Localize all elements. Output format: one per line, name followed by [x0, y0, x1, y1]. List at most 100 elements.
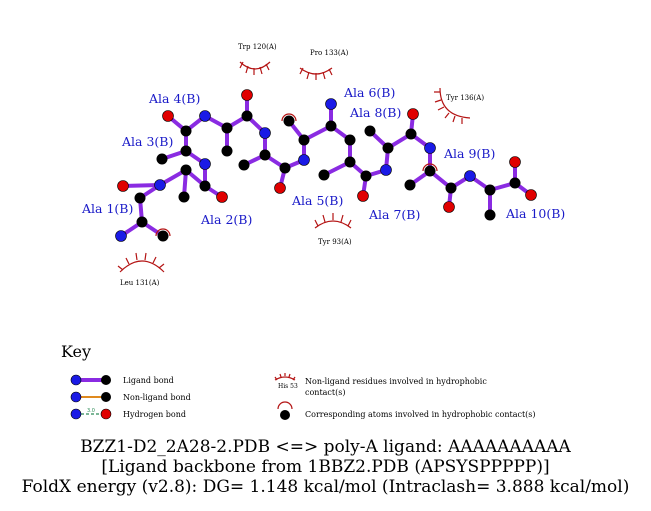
key-title: Key	[61, 342, 91, 361]
hydrophobic-residue-label: Tyr 93(A)	[318, 238, 352, 246]
key-nitrogen-atom	[70, 408, 82, 420]
carbon-atom	[199, 180, 211, 192]
oxygen-atom	[162, 110, 174, 122]
oxygen-atom	[509, 156, 521, 168]
carbon-atom	[382, 142, 394, 154]
oxygen-atom	[357, 190, 369, 202]
residue-label: Ala 9(B)	[443, 146, 495, 161]
nitrogen-atom	[154, 179, 166, 191]
carbon-atom	[424, 165, 436, 177]
carbon-atom	[344, 156, 356, 168]
oxygen-atom	[117, 180, 129, 192]
oxygen-atom	[274, 182, 286, 194]
nitrogen-atom	[464, 170, 476, 182]
key-carbon-atom	[101, 375, 111, 385]
key-hbond-length: 3.0	[87, 408, 95, 414]
hydrophobic-residue-label: Trp 120(A)	[238, 43, 277, 51]
key-carbon-atom	[101, 392, 111, 402]
oxygen-atom	[216, 191, 228, 203]
nitrogen-atom	[199, 110, 211, 122]
contact-arc	[155, 228, 171, 237]
carbon-atom	[364, 125, 376, 137]
nitrogen-atom	[424, 142, 436, 154]
key: Key Ligand bond Non-ligand bond 3.0 Hydr…	[61, 342, 536, 420]
oxygen-atom	[241, 89, 253, 101]
caption-line-2: [Ligand backbone from 1BBZ2.PDB (APSYSPP…	[101, 457, 549, 477]
residue-label: Ala 1(B)	[81, 201, 133, 216]
hydrophobic-residue-leu131: Leu 131(A)	[117, 252, 165, 287]
contact-arc	[281, 113, 297, 122]
key-residue-example: His 53	[278, 383, 298, 390]
caption: BZZ1-D2_2A28-2.PDB <=> poly-A ligand: AA…	[22, 437, 630, 497]
key-oxygen-atom	[100, 408, 112, 420]
hydrophobic-residue-label: Pro 133(A)	[310, 49, 349, 57]
key-nitrogen-atom	[70, 391, 82, 403]
key-contact-atom	[280, 410, 290, 420]
nitrogen-atom	[298, 154, 310, 166]
carbon-atom	[445, 182, 457, 194]
carbon-atom	[344, 134, 356, 146]
hydrophobic-residue-pro133: Pro 133(A)	[299, 49, 349, 80]
ligand-backbone-bond	[119, 113, 517, 238]
caption-line-3: FoldX energy (v2.8): DG= 1.148 kcal/mol …	[22, 477, 630, 497]
residue-label: Ala 2(B)	[200, 212, 252, 227]
hydrophobic-residues: Trp 120(A) Pro 133(A) Tyr 136(A) Tyr 93(…	[117, 43, 484, 287]
carbon-atom	[318, 169, 330, 181]
carbon-atom	[279, 162, 291, 174]
ligand-bond	[121, 183, 162, 188]
carbon-atom	[221, 145, 233, 157]
carbon-atom	[484, 209, 496, 221]
hydrophobic-residue-trp120: Trp 120(A)	[238, 43, 277, 75]
key-nonligand-residues-label-2: contact(s)	[305, 388, 345, 397]
oxygen-atom	[525, 189, 537, 201]
hydrophobic-residue-tyr136: Tyr 136(A)	[434, 87, 484, 124]
key-residue-arc	[274, 373, 296, 381]
key-corresponding-atoms-label: Corresponding atoms involved in hydropho…	[305, 410, 536, 419]
caption-line-1: BZZ1-D2_2A28-2.PDB <=> poly-A ligand: AA…	[80, 437, 571, 457]
atoms	[115, 89, 537, 242]
carbon-atom	[178, 191, 190, 203]
carbon-atom	[509, 177, 521, 189]
residue-label: Ala 4(B)	[148, 91, 200, 106]
key-ligand-bond-label: Ligand bond	[123, 376, 174, 385]
carbon-atom	[298, 134, 310, 146]
nitrogen-atom	[115, 230, 127, 242]
carbon-atom	[156, 153, 168, 165]
ligand-contact-arcs	[155, 113, 438, 237]
carbon-atom	[180, 145, 192, 157]
carbon-atom	[241, 110, 253, 122]
hydrophobic-residue-tyr93: Tyr 93(A)	[314, 213, 352, 246]
key-hydrogen-bond-label: Hydrogen bond	[123, 410, 186, 419]
residue-label: Ala 8(B)	[349, 105, 401, 120]
carbon-atom	[157, 230, 169, 242]
oxygen-atom	[443, 201, 455, 213]
key-contact-arc	[277, 401, 293, 410]
residue-labels: Ala 1(B) Ala 2(B) Ala 3(B) Ala 4(B) Ala …	[81, 85, 565, 227]
carbon-atom	[325, 120, 337, 132]
residue-label: Ala 3(B)	[121, 134, 173, 149]
nitrogen-atom	[325, 98, 337, 110]
carbon-atom	[484, 184, 496, 196]
residue-label: Ala 10(B)	[505, 206, 565, 221]
carbon-atom	[259, 149, 271, 161]
key-nonligand-residues-label: Non-ligand residues involved in hydropho…	[305, 377, 487, 386]
carbon-atom	[221, 122, 233, 134]
carbon-atom	[238, 159, 250, 171]
carbon-atom	[134, 192, 146, 204]
carbon-atom	[283, 115, 295, 127]
carbon-atom	[360, 170, 372, 182]
hydrophobic-residue-label: Tyr 136(A)	[446, 94, 484, 102]
residue-label: Ala 6(B)	[343, 85, 395, 100]
carbon-atom	[136, 216, 148, 228]
key-nonligand-bond-label: Non-ligand bond	[123, 393, 191, 402]
carbon-atom	[180, 164, 192, 176]
contact-arc	[422, 163, 438, 172]
carbon-atom	[180, 125, 192, 137]
oxygen-atom	[407, 108, 419, 120]
residue-label: Ala 5(B)	[291, 193, 343, 208]
ligand-bonds	[119, 93, 533, 238]
carbon-atom	[404, 179, 416, 191]
nitrogen-atom	[380, 164, 392, 176]
hydrophobic-residue-label: Leu 131(A)	[120, 279, 160, 287]
